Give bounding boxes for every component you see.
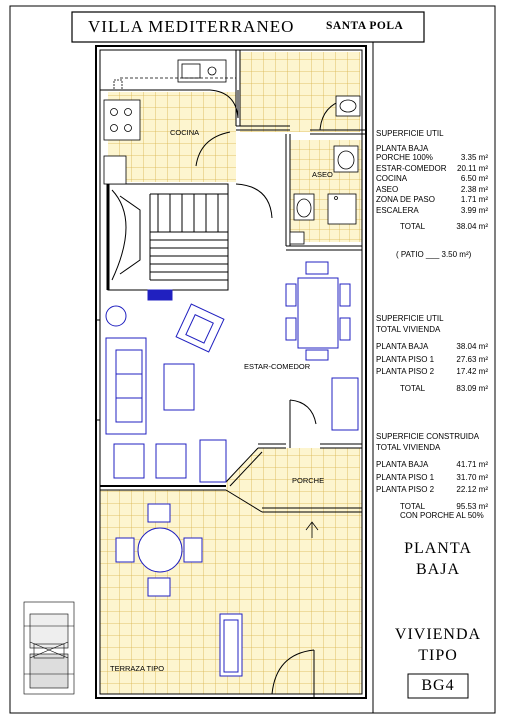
place-name: SANTA POLA [326, 20, 404, 32]
room-label-aseo: ASEO [312, 170, 333, 179]
area-row-value: 2.38 m² [460, 184, 488, 194]
area-row-value: 3.35 m² [460, 153, 488, 162]
area-row-label: PLANTA PISO 1 [376, 354, 435, 364]
area-row-label: COCINA [376, 174, 408, 183]
site-key-plan [23, 601, 75, 695]
area-row-value: 17.42 m² [456, 367, 488, 376]
area-row-value: 27.63 m² [456, 354, 488, 364]
villa-name: VILLA MEDITERRANEO [88, 17, 295, 36]
plan-title-line2: BAJA [415, 561, 460, 578]
su-patio: ( PATIO ___ 3.50 m²) [396, 250, 472, 259]
area-row-label: ESCALERA [376, 205, 419, 215]
vivienda-title-line1: VIVIENDA [394, 626, 482, 643]
room-label-terraza: TERRAZA TIPO [110, 664, 165, 673]
area-row-label: PORCHE 100% [376, 153, 433, 162]
area-row-value: 6.50 m² [460, 174, 488, 183]
code-label: BG4 [421, 677, 455, 694]
area-row-value: 38.04 m² [456, 342, 488, 351]
area-row-label: PLANTA PISO 2 [376, 485, 435, 494]
vivienda-title-line2: TIPO [418, 647, 458, 664]
patio-floor [240, 52, 360, 132]
sv-title: SUPERFICIE UTIL [376, 314, 444, 323]
area-row-label: PLANTA PISO 2 [376, 367, 435, 376]
walls [95, 45, 367, 699]
sheet-border [9, 5, 496, 714]
kitchen-fixtures [103, 59, 236, 185]
area-row-label: PLANTA BAJA [376, 460, 429, 469]
area-row-value: 41.71 m² [456, 460, 488, 469]
sc-title: SUPERFICIE CONSTRUIDA [376, 432, 480, 441]
living-furniture [105, 261, 359, 483]
su-title: SUPERFICIE UTIL [376, 129, 444, 138]
terrace-furniture [115, 503, 243, 677]
room-label-porche: PORCHE [292, 476, 325, 485]
area-row-value: 22.12 m² [456, 485, 488, 494]
area-row-value: 20.11 m² [457, 163, 488, 173]
sc-subtitle: TOTAL VIVIENDA [376, 443, 441, 452]
room-label-cocina: COCINA [170, 128, 200, 137]
area-row-value: 1.71 m² [460, 195, 488, 204]
aseo-fixtures [289, 95, 361, 245]
code-box [407, 673, 469, 699]
area-row-label: ASEO [376, 184, 399, 194]
plan-title-line1: PLANTA [404, 540, 472, 557]
area-row-value: 31.70 m² [456, 472, 488, 482]
entry-arrow [305, 521, 319, 538]
area-row-label: ZONA DE PASO [376, 195, 435, 204]
area-row-label: PLANTA PISO 1 [376, 472, 435, 482]
area-row-label: PLANTA BAJA [376, 342, 429, 351]
title-box [71, 11, 425, 43]
sc-note: CON PORCHE AL 50% [400, 511, 484, 520]
room-label-estar: ESTAR-COMEDOR [244, 362, 311, 371]
area-row-label: ESTAR-COMEDOR [376, 163, 447, 173]
sv-subtitle: TOTAL VIVIENDA [376, 325, 441, 334]
su-subtitle: PLANTA BAJA [376, 144, 429, 153]
area-row-value: 3.99 m² [460, 205, 488, 215]
